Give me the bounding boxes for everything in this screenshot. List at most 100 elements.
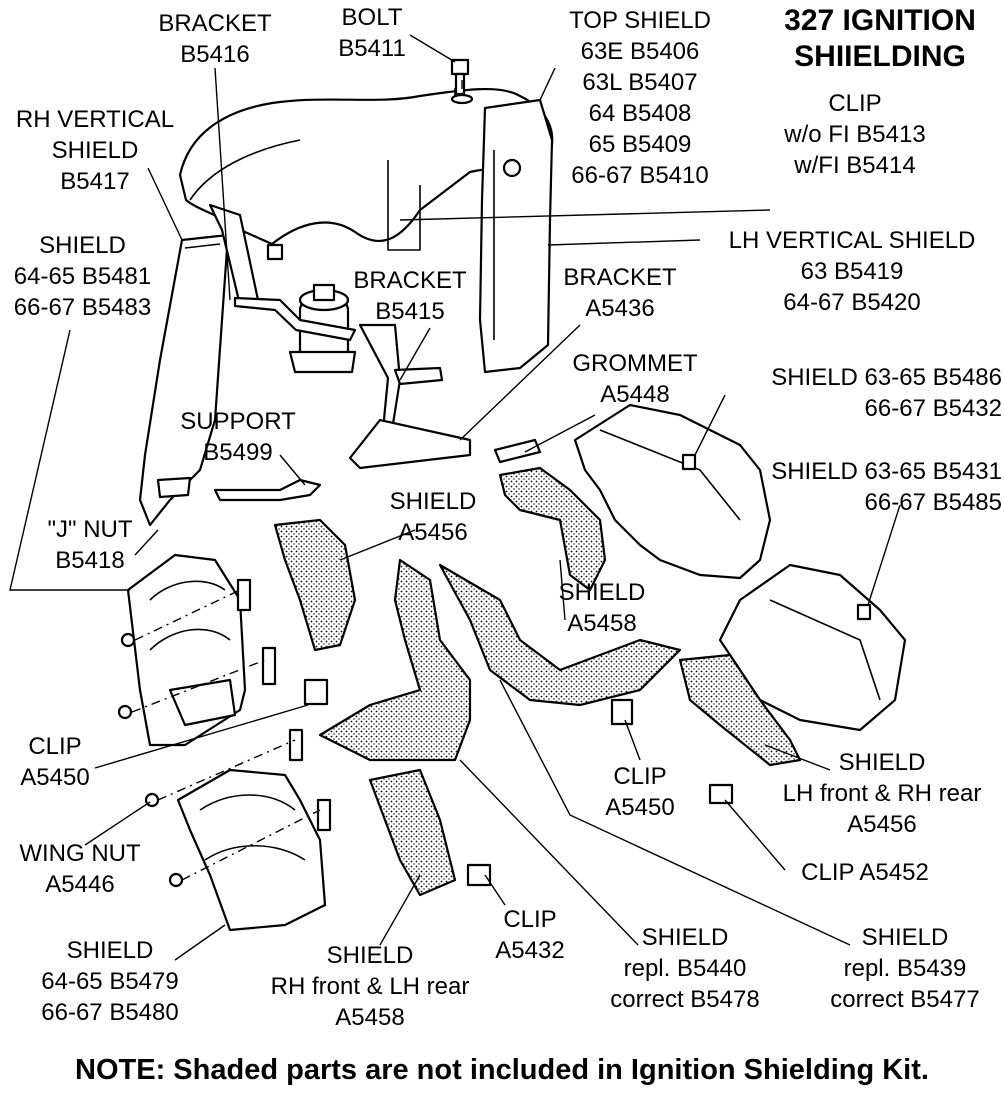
label-line: SHIELD xyxy=(641,924,729,951)
label-shield-b5481: SHIELD 64-65 B5481 66-67 B5483 xyxy=(0,230,165,323)
label-line: repl. B5440 xyxy=(623,955,747,982)
leader-lines xyxy=(9,34,901,961)
label-line: 66-67 B5410 xyxy=(571,162,709,189)
label-line: 64 B5408 xyxy=(588,100,692,127)
assembly-lines xyxy=(131,80,463,881)
title-line-1: 327 IGNITION xyxy=(784,4,976,37)
label-line: repl. B5439 xyxy=(843,955,967,982)
label-line: SHIELD xyxy=(838,749,926,776)
label-shield-a5458-top: SHIELD A5458 xyxy=(542,577,662,639)
label-shield-b5486: SHIELD 63-65 B5486 66-67 B5432 xyxy=(722,362,1002,424)
label-j-nut: "J" NUT B5418 xyxy=(30,514,150,576)
shield-b5477-part xyxy=(438,563,682,707)
label-rh-vertical-shield: RH VERTICAL SHIELD B5417 xyxy=(0,104,190,197)
label-line: CLIP xyxy=(28,733,82,760)
label-bracket-a5436: BRACKET A5436 xyxy=(550,262,690,324)
label-line: SHIELD xyxy=(39,232,126,259)
label-line: correct B5477 xyxy=(830,986,980,1013)
label-line: SHIELD xyxy=(66,937,154,964)
label-line: correct B5478 xyxy=(610,986,760,1013)
shield-a5456-upper-part xyxy=(273,518,357,652)
label-line: B5411 xyxy=(338,35,406,62)
label-shield-b5478: SHIELD repl. B5440 correct B5478 xyxy=(590,922,780,1015)
diagram-title: 327 IGNITION SHIIELDING xyxy=(765,3,995,75)
label-line: TOP SHIELD xyxy=(569,7,711,34)
label-line: SUPPORT xyxy=(180,408,296,435)
label-line: A5456 xyxy=(398,519,468,546)
label-line: 66-67 B5483 xyxy=(13,294,152,321)
label-line: B5418 xyxy=(55,547,125,574)
label-line: 66-67 B5485 xyxy=(864,489,1002,516)
shield-rh-front-part xyxy=(368,768,457,897)
label-line: 63E B5406 xyxy=(580,38,700,65)
kit-note: NOTE: Shaded parts are not included in I… xyxy=(75,1054,929,1086)
label-line: w/FI B5414 xyxy=(794,152,916,179)
label-clip-a5432: CLIP A5432 xyxy=(475,904,585,966)
label-line: SHIELD xyxy=(389,488,477,515)
label-line: CLIP xyxy=(503,906,557,933)
label-line: 64-65 B5481 xyxy=(13,263,152,290)
label-line: SHIELD xyxy=(326,942,414,969)
label-line: SHIELD xyxy=(861,924,949,951)
label-line: BOLT xyxy=(341,4,403,31)
label-line: A5458 xyxy=(567,610,637,637)
label-line: CLIP xyxy=(613,763,667,790)
label-bolt: BOLT B5411 xyxy=(322,2,422,64)
label-line: LH front & RH rear xyxy=(782,780,982,807)
label-line: SHIELD 63-65 B5431 xyxy=(771,458,1002,485)
label-line: A5456 xyxy=(847,811,917,838)
grommet-part xyxy=(493,438,542,464)
label-shield-lh-front: SHIELD LH front & RH rear A5456 xyxy=(762,747,1002,840)
label-line: CLIP xyxy=(828,90,882,117)
label-line: w/o FI B5413 xyxy=(784,121,926,148)
shield-b5431-part xyxy=(718,563,907,732)
shield-lh-front-part xyxy=(678,653,802,767)
label-line: 64-67 B5420 xyxy=(783,289,921,316)
label-line: B5417 xyxy=(60,168,130,195)
label-support: SUPPORT B5499 xyxy=(163,406,313,468)
label-line: GROMMET xyxy=(572,350,698,377)
label-line: B5416 xyxy=(180,41,250,68)
label-line: B5415 xyxy=(375,298,445,325)
label-line: WING NUT xyxy=(19,840,141,867)
label-line: 65 B5409 xyxy=(588,131,692,158)
shield-b5486-part xyxy=(573,403,772,580)
label-top-shield: TOP SHIELD 63E B5406 63L B5407 64 B5408 … xyxy=(550,5,730,191)
label-line: A5450 xyxy=(20,764,90,791)
label-shield-b5477: SHIELD repl. B5439 correct B5477 xyxy=(810,922,1000,1015)
label-line: BRACKET xyxy=(563,264,677,291)
label-line: 66-67 B5432 xyxy=(864,395,1002,422)
shield-b5479-part xyxy=(176,768,327,932)
label-clip-b5413: CLIP w/o FI B5413 w/FI B5414 xyxy=(760,88,950,181)
lh-vertical-shield-part xyxy=(478,98,554,374)
label-shield-b5479: SHIELD 64-65 B5479 66-67 B5480 xyxy=(15,935,205,1028)
label-line: RH VERTICAL xyxy=(15,106,175,133)
label-line: "J" NUT xyxy=(47,516,133,543)
label-line: SHIELD xyxy=(51,137,139,164)
label-clip-a5452: CLIP A5452 xyxy=(780,857,950,888)
label-line: A5450 xyxy=(605,794,675,821)
label-line: LH VERTICAL SHIELD xyxy=(728,227,976,254)
label-line: 63L B5407 xyxy=(582,69,698,96)
label-line: A5458 xyxy=(335,1004,405,1031)
shield-b5481-part xyxy=(126,553,247,747)
label-wing-nut: WING NUT A5446 xyxy=(0,838,160,900)
label-line: 66-67 B5480 xyxy=(41,999,179,1026)
label-line: A5446 xyxy=(45,871,115,898)
label-line: A5436 xyxy=(585,295,655,322)
label-clip-a5450-left: CLIP A5450 xyxy=(0,731,110,793)
label-line: 64-65 B5479 xyxy=(41,968,179,995)
label-line: A5432 xyxy=(495,937,565,964)
label-bracket-b5416: BRACKET B5416 xyxy=(140,8,290,70)
label-bracket-b5415: BRACKET B5415 xyxy=(340,265,480,327)
label-clip-a5450-mid: CLIP A5450 xyxy=(585,761,695,823)
label-line: CLIP A5452 xyxy=(801,859,929,886)
label-shield-a5456-top: SHIELD A5456 xyxy=(368,486,498,548)
shield-a5458-upper-part xyxy=(498,466,607,592)
coil-and-brackets-part xyxy=(213,283,472,502)
label-line: SHIELD 63-65 B5486 xyxy=(771,364,1002,391)
bolt-part xyxy=(450,58,470,96)
label-line: 63 B5419 xyxy=(800,258,904,285)
